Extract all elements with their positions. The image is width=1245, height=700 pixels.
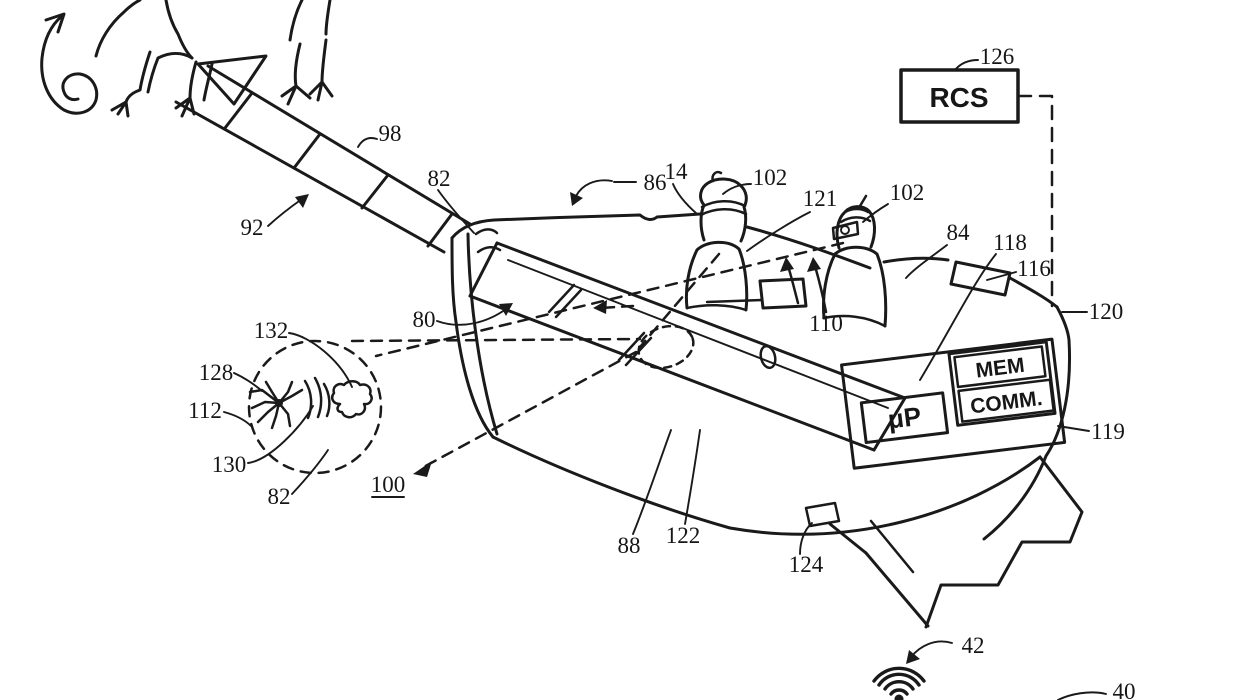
ref-label-42: 42 [962, 633, 985, 658]
ref-label-128: 128 [199, 360, 234, 385]
ref-label-86: 86 [644, 170, 667, 195]
ref-label-110: 110 [809, 311, 843, 336]
ref-label-88: 88 [618, 533, 641, 558]
sight-lines [350, 241, 845, 477]
ref-label-121: 121 [803, 186, 838, 211]
rider-2 [822, 194, 888, 328]
mem-comm-box [947, 340, 1057, 427]
windshield-band [468, 228, 907, 452]
ref-label-130: 130 [212, 452, 247, 477]
ref-label-132: 132 [254, 318, 289, 343]
claw-marks [303, 376, 331, 420]
glass-hatch-1 [547, 283, 583, 319]
cloud-figure [331, 380, 373, 419]
dragon-figure [40, 0, 334, 118]
ride-control-system: RCS [899, 68, 1054, 308]
ref-label-120: 120 [1089, 299, 1124, 324]
ref-label-98: 98 [379, 121, 402, 146]
ref-label-82-front: 82 [428, 166, 451, 191]
ref-label-122: 122 [666, 523, 701, 548]
bottom-rail [828, 455, 1084, 629]
reference-numerals: 126 98 92 82 86 14 102 121 102 84 118 11… [188, 44, 1135, 700]
rider-2-headset [831, 220, 860, 241]
seat-base [758, 277, 808, 310]
view-direction-arrowhead [413, 461, 432, 477]
ref-label-102-rider1: 102 [753, 165, 788, 190]
ref-label-119: 119 [1091, 419, 1125, 444]
ref-label-82-window: 82 [268, 484, 291, 509]
leader-lines [223, 59, 1107, 700]
processor-label: μP [886, 401, 923, 435]
ref-label-118: 118 [993, 230, 1027, 255]
ref-label-84: 84 [947, 220, 971, 245]
ref-label-116: 116 [1017, 256, 1051, 281]
rider-1-headset [699, 200, 748, 217]
track-ramp [174, 64, 472, 254]
pointer-arrows [267, 179, 953, 664]
ref-label-102-rider2: 102 [890, 180, 925, 205]
comm-box [957, 378, 1055, 423]
processor-box [859, 391, 950, 445]
glass-arrowhead [593, 300, 607, 314]
rcs-connection-line [1016, 94, 1054, 308]
ref-label-100: 100 [371, 472, 406, 497]
rcs-label: RCS [929, 82, 988, 113]
memory-label: MEM [974, 354, 1025, 383]
wifi-icon [872, 666, 926, 700]
ref-label-124: 124 [789, 552, 824, 577]
deck-panel [840, 337, 1067, 470]
ref-label-80: 80 [413, 307, 436, 332]
spider-figure [248, 380, 304, 430]
seat-headrest [949, 260, 1012, 297]
focus-ellipse [637, 324, 695, 370]
ref-label-14: 14 [665, 159, 689, 184]
ref-label-126: 126 [980, 44, 1015, 69]
rider-1 [684, 170, 749, 312]
virtual-image-circle [247, 339, 383, 475]
ref-label-40: 40 [1113, 679, 1136, 700]
sensor-module-124 [804, 501, 841, 528]
ref-label-112: 112 [188, 398, 222, 423]
ref-label-92: 92 [241, 215, 264, 240]
memory-box [953, 345, 1047, 389]
grab-handle [759, 344, 777, 370]
